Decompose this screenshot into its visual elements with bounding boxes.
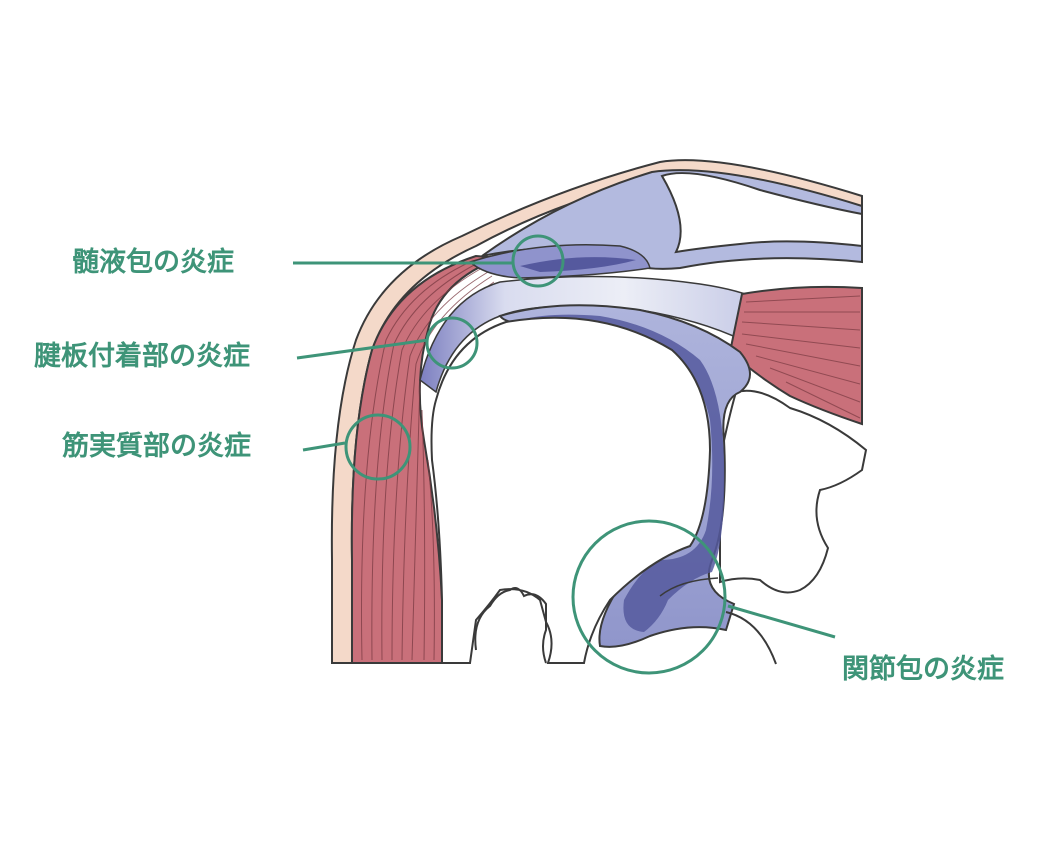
scapula-glenoid (719, 389, 868, 594)
bursa-inflammation-label: 髄液包の炎症 (72, 247, 234, 278)
capsule-leader-line (727, 604, 836, 639)
capsule-inflammation-label: 関節包の炎症 (842, 654, 1004, 685)
acromioclavicular-joint (660, 172, 863, 254)
humeral-head (430, 316, 712, 664)
tendon-leader-line (296, 338, 429, 360)
inflammation-markers (344, 234, 727, 675)
deltoid-muscle (350, 254, 501, 664)
annotation-leaders (293, 261, 836, 639)
tendon-inflammation-label: 腱板付着部の炎症 (34, 341, 250, 372)
bursa-inflamed-core (520, 257, 636, 272)
deltoid-fiber-lines (361, 261, 495, 661)
capsule-marker-circle (571, 519, 727, 675)
tuberosity-outline (474, 587, 547, 664)
tendon-marker-circle (425, 316, 479, 370)
muscle-inflammation-label: 筋実質部の炎症 (62, 431, 251, 462)
supraspinatus-fiber-lines (741, 295, 861, 419)
lower-bone-outline (725, 611, 777, 665)
bursa-marker-circle (511, 234, 565, 288)
muscle-marker-circle (344, 413, 412, 481)
muscle-leader-line (302, 441, 346, 452)
supraspinatus-muscle (728, 285, 863, 426)
capsule-fold-line (659, 577, 719, 597)
